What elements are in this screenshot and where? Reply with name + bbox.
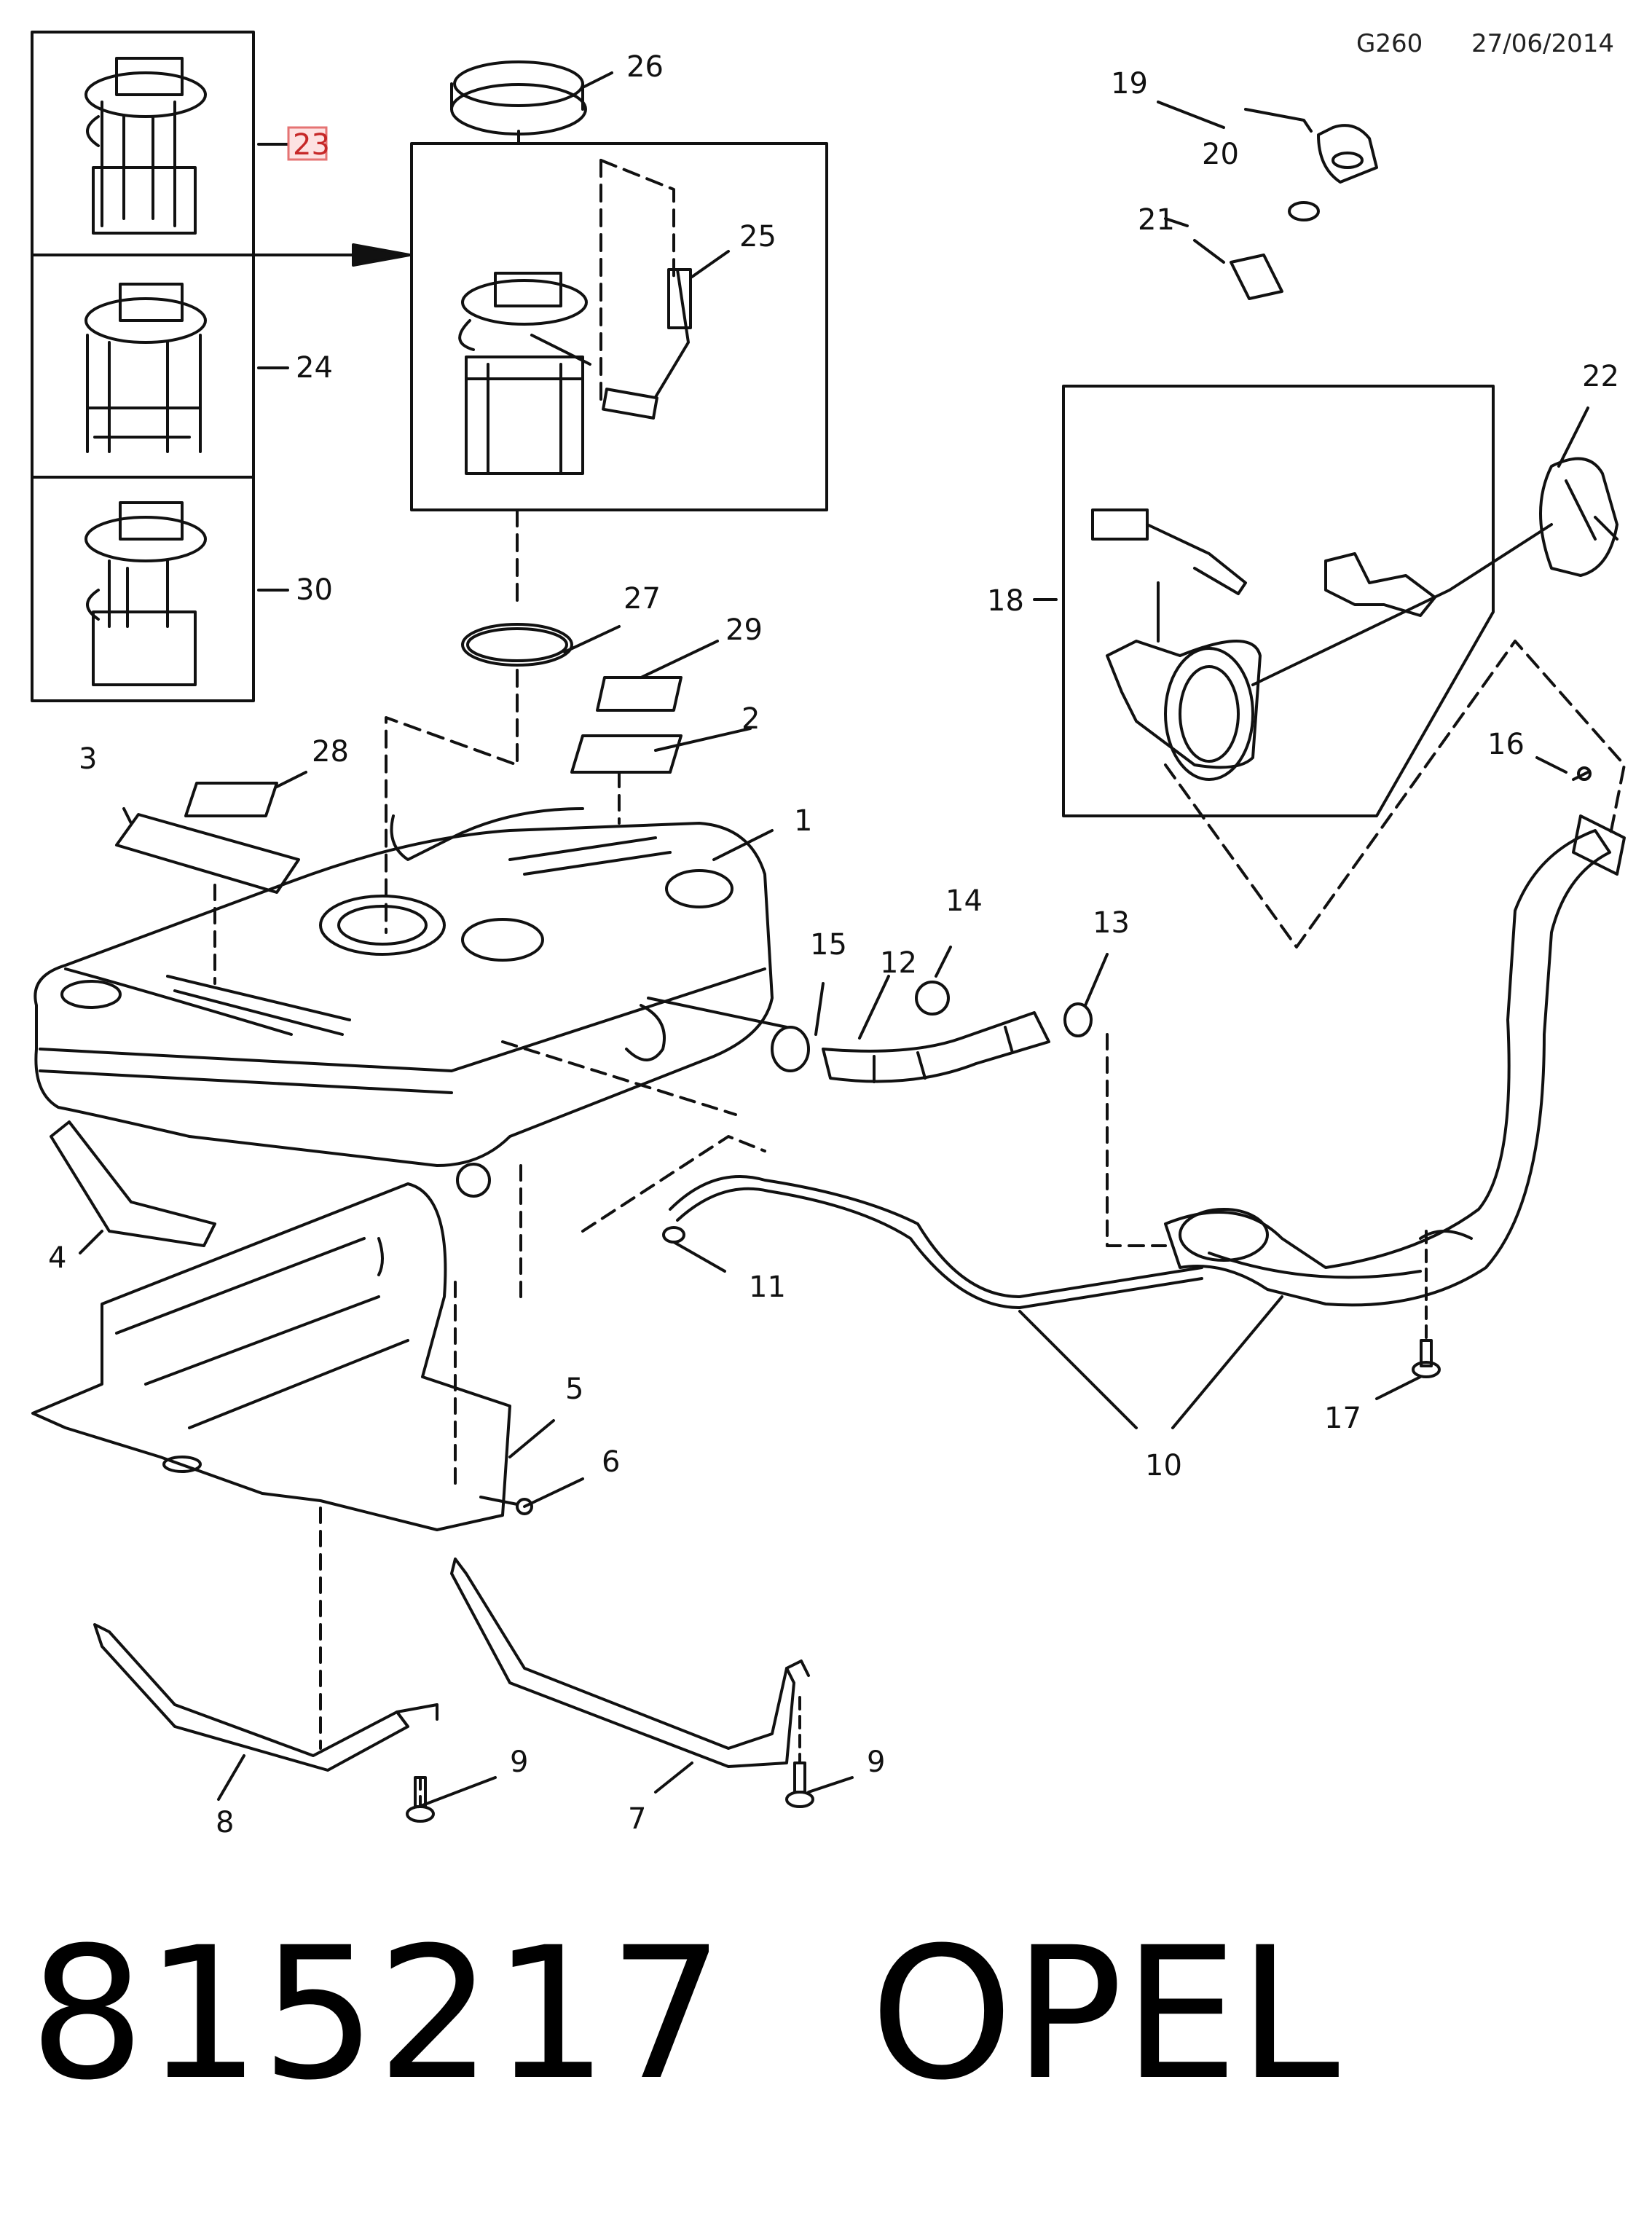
callout-10: 10 <box>1145 1449 1182 1482</box>
diagram-code: G260 <box>1356 29 1423 58</box>
fuel-level-sender[interactable] <box>602 268 692 420</box>
callout-16: 16 <box>1487 728 1525 761</box>
cap-gasket-21[interactable] <box>1230 254 1283 300</box>
fuel-door[interactable] <box>1539 457 1618 577</box>
screw-6[interactable] <box>479 1496 533 1515</box>
heat-shield[interactable] <box>31 1182 511 1531</box>
pad-28[interactable] <box>184 782 278 817</box>
callout-12: 12 <box>880 946 917 980</box>
vent-hose[interactable] <box>669 1175 1203 1309</box>
diagram-date: 27/06/2014 <box>1471 29 1614 58</box>
callout-30: 30 <box>296 573 333 607</box>
insulation-strip[interactable] <box>50 1120 216 1247</box>
callout-23[interactable]: 23 <box>293 128 330 162</box>
hose-clamp-14[interactable] <box>915 981 950 1016</box>
callout-25: 25 <box>739 220 776 254</box>
callout-1: 1 <box>794 804 812 838</box>
callout-23-highlight <box>287 126 328 161</box>
callout-27: 27 <box>624 582 661 616</box>
tank-strap-8[interactable] <box>93 1623 438 1772</box>
strap-bolt-left[interactable] <box>406 1776 435 1823</box>
part-number: 815217 <box>29 1908 725 2120</box>
callout-11: 11 <box>749 1270 786 1304</box>
strap-bolt-right[interactable] <box>785 1696 814 1808</box>
callout-8: 8 <box>216 1806 234 1839</box>
callout-4: 4 <box>48 1241 66 1275</box>
callout-2: 2 <box>742 702 760 736</box>
callout-18: 18 <box>987 584 1024 618</box>
pad-29[interactable] <box>596 676 683 712</box>
brand-name: OPEL <box>870 1908 1340 2120</box>
callout-24: 24 <box>296 351 333 385</box>
callout-9b: 9 <box>867 1745 885 1779</box>
callout-21: 21 <box>1138 203 1175 237</box>
filler-pipe-bolt[interactable] <box>1412 1230 1441 1378</box>
callout-22: 22 <box>1582 360 1619 393</box>
fuel-pump-variant-23[interactable] <box>84 57 207 235</box>
fuel-tank[interactable] <box>34 807 774 1198</box>
callout-26: 26 <box>626 50 664 84</box>
callout-20: 20 <box>1202 138 1239 171</box>
callout-9a: 9 <box>510 1745 528 1779</box>
hose-clip-11[interactable] <box>662 1226 685 1244</box>
callout-28: 28 <box>312 735 349 769</box>
callout-17: 17 <box>1324 1402 1361 1435</box>
tank-strap-7[interactable] <box>450 1558 810 1768</box>
callout-15: 15 <box>810 928 847 962</box>
fuel-pump-variant-24[interactable] <box>84 283 207 453</box>
lock-ring[interactable] <box>450 60 587 135</box>
fuel-filler-pipe[interactable] <box>1164 814 1626 1307</box>
pump-variants-panel <box>31 31 255 702</box>
callout-19: 19 <box>1111 67 1148 101</box>
callout-6: 6 <box>602 1445 620 1479</box>
callout-14: 14 <box>945 884 983 918</box>
pump-seal-ring[interactable] <box>461 623 573 667</box>
filler-hose[interactable] <box>822 1011 1050 1083</box>
callout-5: 5 <box>565 1372 583 1406</box>
callout-13: 13 <box>1093 906 1130 940</box>
cap-tether[interactable] <box>1244 108 1313 133</box>
fuel-pump-detail-box <box>410 142 828 511</box>
filler-neck-housing[interactable] <box>1106 581 1262 781</box>
fuel-pump-assembly[interactable] <box>458 272 591 475</box>
callout-7: 7 <box>628 1802 646 1836</box>
cap-seal-20[interactable] <box>1288 201 1320 221</box>
fuel-door-actuator[interactable] <box>1091 508 1247 595</box>
callout-29: 29 <box>725 613 763 647</box>
hose-clamp-13[interactable] <box>1063 1002 1093 1037</box>
pad-3[interactable] <box>115 813 300 894</box>
filler-neck-detail-box <box>1062 385 1495 817</box>
callout-3: 3 <box>79 742 97 776</box>
screw-16[interactable] <box>1572 766 1592 781</box>
pad-2[interactable] <box>570 734 683 774</box>
fuel-door-bracket[interactable] <box>1324 552 1436 617</box>
fuel-pump-variant-30[interactable] <box>84 501 207 686</box>
hose-clamp-15[interactable] <box>771 1026 810 1072</box>
fuel-cap[interactable] <box>1317 124 1378 184</box>
